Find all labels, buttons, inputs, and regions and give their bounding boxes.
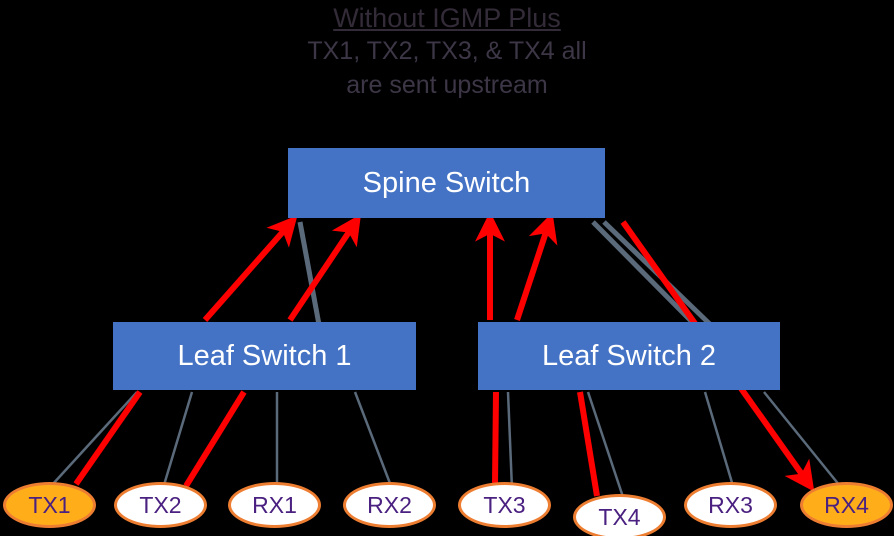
switch-box-leaf1[interactable]: Leaf Switch 1 <box>113 322 416 390</box>
page-title: Without IGMP Plus <box>333 3 561 33</box>
traffic-uplink-arrow-group <box>202 211 558 322</box>
switch-label: Leaf Switch 2 <box>541 339 717 372</box>
endpoint-label: RX3 <box>708 491 753 518</box>
traffic-endpoint-link <box>577 391 600 497</box>
endpoint-label: TX3 <box>483 491 526 518</box>
title-subline-2: are sent upstream <box>346 71 548 99</box>
traffic-uplink-arrow <box>287 214 362 322</box>
idle-uplink <box>297 221 323 331</box>
switch-label: Leaf Switch 1 <box>177 339 352 372</box>
endpoint-label: RX2 <box>367 491 412 518</box>
traffic-uplink-arrow <box>202 215 298 322</box>
endpoint-label: TX4 <box>598 503 641 530</box>
endpoint-label: RX4 <box>824 491 869 518</box>
traffic-endpoint-link <box>73 390 143 486</box>
traffic-endpoint-link-group <box>73 390 600 497</box>
idle-downlink <box>703 391 735 487</box>
endpoint-label: TX2 <box>139 491 182 518</box>
idle-downlink <box>763 391 841 487</box>
switch-box-spine[interactable]: Spine Switch <box>288 148 605 218</box>
endpoint-node-rx4[interactable]: RX4 <box>800 482 893 528</box>
idle-uplink <box>591 220 702 332</box>
endpoint-label: RX1 <box>252 491 297 518</box>
idle-downlink <box>162 391 194 486</box>
switch-label: Spine Switch <box>362 166 531 199</box>
traffic-uplink-arrow <box>514 212 558 321</box>
traffic-endpoint-link <box>183 390 247 488</box>
idle-downlink <box>353 391 393 487</box>
endpoint-node-tx1[interactable]: TX1 <box>3 482 96 528</box>
endpoint-node-tx4[interactable]: TX4 <box>573 494 666 536</box>
idle-downlink <box>586 391 626 501</box>
endpoint-node-rx3[interactable]: RX3 <box>684 482 777 528</box>
idle-downlink <box>506 391 514 490</box>
switch-box-leaf2[interactable]: Leaf Switch 2 <box>478 322 780 390</box>
endpoint-node-rx1[interactable]: RX1 <box>228 482 321 528</box>
endpoint-node-tx2[interactable]: TX2 <box>114 482 207 528</box>
endpoint-label: TX1 <box>28 491 71 518</box>
idle-downlink-group <box>51 391 841 501</box>
endpoint-node-rx2[interactable]: RX2 <box>343 482 436 528</box>
endpoint-node-tx3[interactable]: TX3 <box>458 482 551 528</box>
idle-uplink-group <box>297 220 718 332</box>
title-subline-1: TX1, TX2, TX3, & TX4 all <box>307 37 587 65</box>
traffic-endpoint-link <box>492 391 499 485</box>
idle-downlink <box>51 391 138 486</box>
diagram-title-block: Without IGMP Plus TX1, TX2, TX3, & TX4 a… <box>0 0 894 102</box>
